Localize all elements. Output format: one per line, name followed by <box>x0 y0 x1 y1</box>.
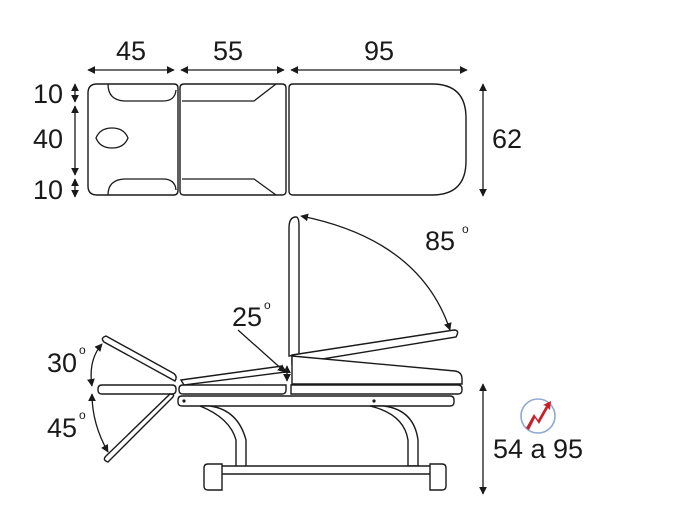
mid-pad-inner-bottom <box>182 178 277 196</box>
base-foot-right <box>429 463 447 491</box>
arc-head-up <box>87 343 103 387</box>
label-width-side-top: 10 <box>33 79 63 109</box>
label-angle-mid-unit: o <box>264 298 271 312</box>
arc-head-down <box>88 393 109 453</box>
head-pad-outline <box>87 83 179 196</box>
frame-bolt-left <box>182 399 186 403</box>
pointer-angle-mid <box>237 329 286 373</box>
head-pad-up <box>101 335 177 382</box>
label-angle-head-up: 30 <box>47 348 77 378</box>
electric-height-icon <box>520 398 556 434</box>
back-pad-base <box>290 384 463 395</box>
label-length-back: 95 <box>364 36 394 66</box>
label-height-range: 54 a 95 <box>493 434 583 464</box>
top-view: 45 55 95 10 40 10 62 <box>33 36 522 205</box>
head-pad-inner-top <box>107 83 177 102</box>
label-angle-head-up-unit: o <box>79 343 86 357</box>
label-angle-head-down-unit: o <box>79 408 86 422</box>
head-pad-flat <box>97 384 177 395</box>
base-bar <box>215 465 433 475</box>
mid-pad-raised <box>179 365 288 386</box>
back-pad-flat <box>291 355 463 385</box>
mid-pad-outline <box>179 83 287 196</box>
face-hole <box>95 127 129 149</box>
head-pad-down <box>103 393 175 463</box>
label-width-center: 40 <box>33 124 63 154</box>
label-width-total: 62 <box>492 124 522 154</box>
label-angle-mid: 25 <box>232 302 262 332</box>
backrest-lowered <box>291 329 459 365</box>
leg-left <box>199 405 247 471</box>
frame-rail <box>177 395 455 407</box>
label-width-side-bottom: 10 <box>33 175 63 205</box>
mid-pad-inner-top <box>182 83 277 102</box>
back-pad-outline <box>288 83 467 196</box>
label-angle-backrest: 85 <box>425 226 455 256</box>
backrest-raised <box>288 216 300 357</box>
leg-right <box>369 405 419 467</box>
head-pad-inner-bottom <box>107 178 177 196</box>
label-angle-head-down: 45 <box>47 413 77 443</box>
base-foot-left <box>203 463 223 491</box>
frame-bolt-right <box>372 399 376 403</box>
mid-pad-flat <box>178 384 287 395</box>
label-length-head: 45 <box>116 36 146 66</box>
label-length-mid: 55 <box>213 36 243 66</box>
side-view: 85 o 25 o 30 o 45 o 54 a 95 <box>47 213 583 495</box>
label-angle-backrest-unit: o <box>462 222 469 236</box>
arc-backrest <box>300 213 452 331</box>
